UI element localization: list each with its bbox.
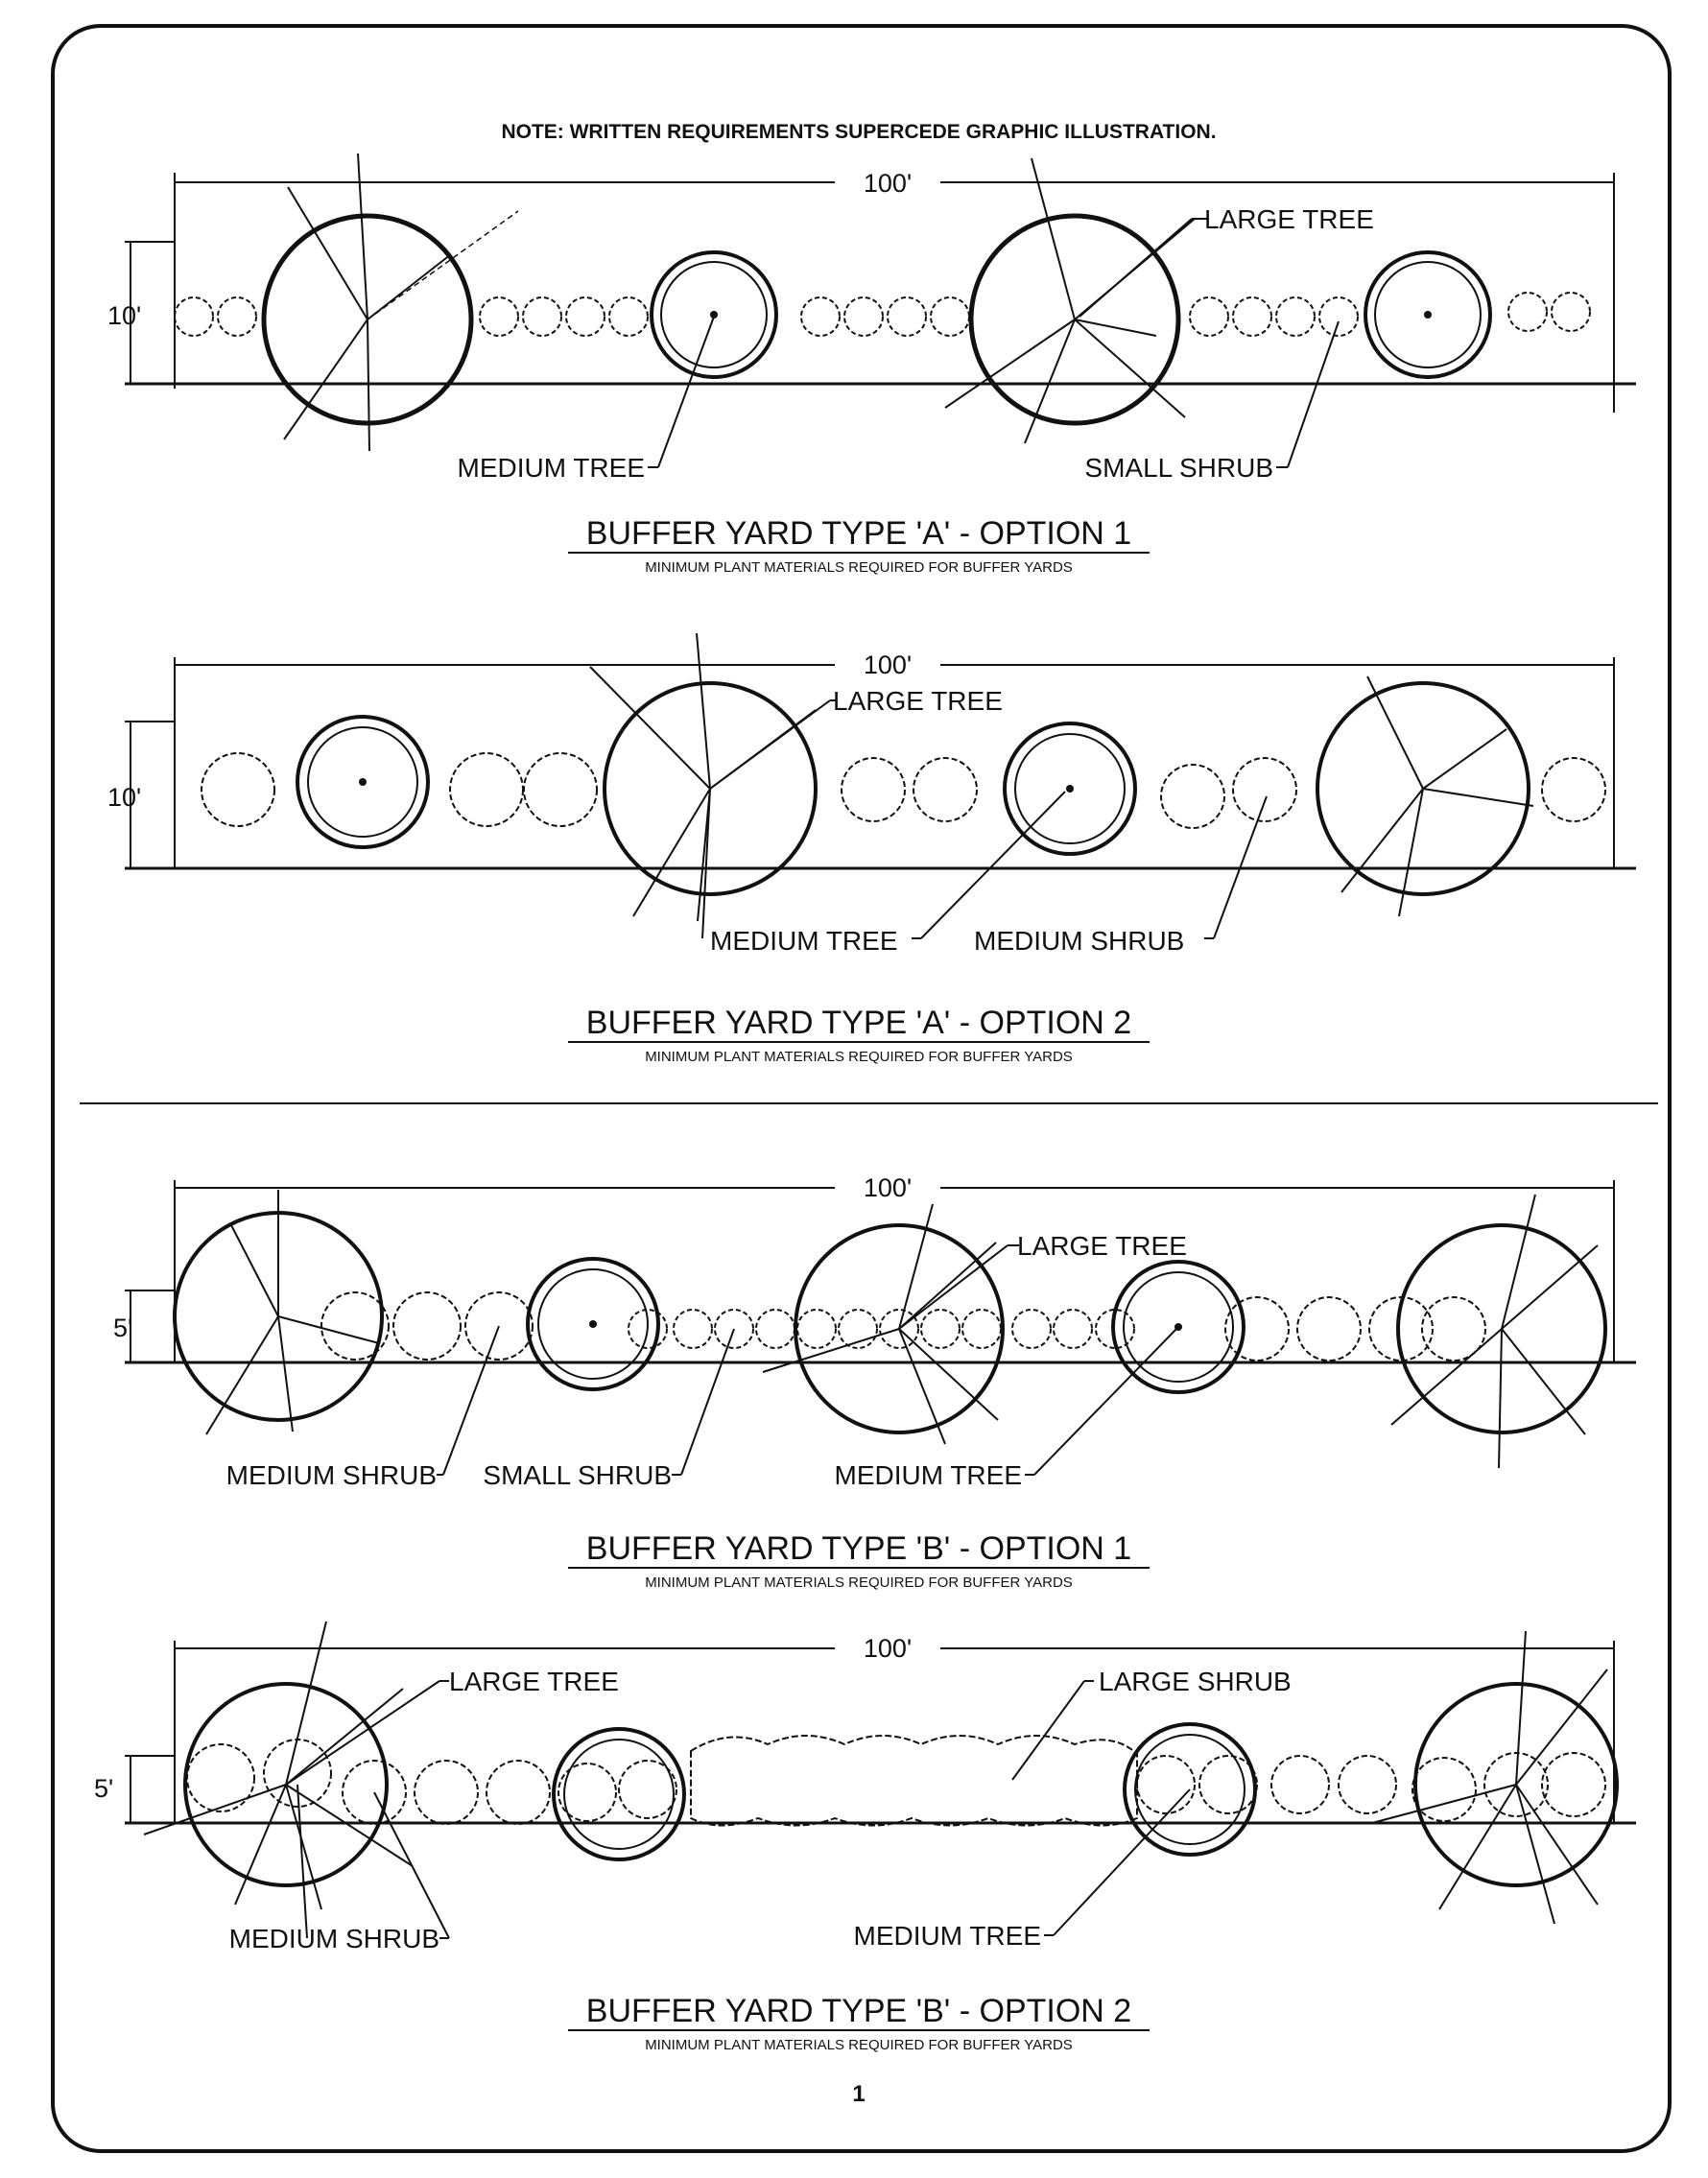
- medium-tree: [296, 715, 430, 849]
- medium-shrubs: [201, 752, 1606, 829]
- label-large-shrub: LARGE SHRUB: [1099, 1667, 1292, 1696]
- panel-title: BUFFER YARD TYPE 'B' - OPTION 2: [586, 1993, 1131, 2029]
- width-dimension: 5': [94, 1774, 113, 1803]
- width-dimension: 10': [107, 301, 141, 330]
- panel-a-option-2: 100' 10': [107, 632, 1636, 1065]
- panel-subtitle: MINIMUM PLANT MATERIALS REQUIRED FOR BUF…: [645, 559, 1073, 576]
- label-medium-tree: MEDIUM TREE: [835, 1460, 1023, 1490]
- label-medium-shrub: MEDIUM SHRUB: [229, 1924, 439, 1953]
- medium-tree: [526, 1257, 660, 1391]
- panel-b-option-1: 100' 5': [113, 1173, 1636, 1591]
- length-dimension: 100': [864, 1634, 912, 1663]
- label-medium-tree: MEDIUM TREE: [854, 1921, 1042, 1951]
- large-tree: [1390, 1194, 1607, 1469]
- medium-tree: [650, 250, 778, 379]
- small-shrubs: [628, 1309, 1135, 1349]
- large-shrub-hedge: [690, 1735, 1138, 1827]
- page-number: 1: [852, 2081, 865, 2107]
- large-tree: [261, 153, 519, 452]
- label-large-tree: LARGE TREE: [1204, 204, 1374, 234]
- large-tree: [143, 1621, 414, 1910]
- label-small-shrub: SMALL SHRUB: [483, 1460, 672, 1490]
- label-medium-tree: MEDIUM TREE: [458, 453, 646, 483]
- small-shrubs: [174, 292, 1591, 337]
- panel-subtitle: MINIMUM PLANT MATERIALS REQUIRED FOR BUF…: [645, 2037, 1073, 2053]
- note-text: NOTE: WRITTEN REQUIREMENTS SUPERCEDE GRA…: [501, 121, 1216, 143]
- panel-title: BUFFER YARD TYPE 'A' - OPTION 1: [586, 515, 1131, 552]
- medium-tree: [1123, 1722, 1257, 1857]
- length-dimension: 100': [864, 169, 912, 198]
- width-dimension: 5': [113, 1314, 132, 1342]
- large-tree: [173, 1190, 384, 1435]
- width-dimension: 10': [107, 783, 141, 812]
- medium-shrubs: [186, 1739, 1606, 1825]
- label-medium-shrub: MEDIUM SHRUB: [226, 1460, 437, 1490]
- panel-subtitle: MINIMUM PLANT MATERIALS REQUIRED FOR BUF…: [645, 1574, 1073, 1591]
- panel-a-option-1: 100' 10': [107, 153, 1636, 576]
- large-tree: [944, 157, 1196, 444]
- large-tree: [1316, 675, 1534, 917]
- panel-title: BUFFER YARD TYPE 'A' - OPTION 2: [586, 1005, 1131, 1041]
- medium-tree: [1364, 250, 1492, 379]
- length-dimension: 100': [864, 1173, 912, 1202]
- label-large-tree: LARGE TREE: [1017, 1231, 1187, 1261]
- label-medium-shrub: MEDIUM SHRUB: [974, 926, 1184, 956]
- panel-b-option-2: 100' 5': [94, 1621, 1636, 2053]
- medium-tree: [1003, 722, 1137, 856]
- page-border: [51, 24, 1672, 2153]
- label-large-tree: LARGE TREE: [833, 686, 1003, 716]
- label-large-tree: LARGE TREE: [449, 1667, 619, 1696]
- large-tree: [1371, 1630, 1619, 1925]
- panel-subtitle: MINIMUM PLANT MATERIALS REQUIRED FOR BUF…: [645, 1049, 1073, 1065]
- panel-title: BUFFER YARD TYPE 'B' - OPTION 1: [586, 1530, 1131, 1567]
- medium-tree: [1111, 1260, 1245, 1394]
- large-tree: [589, 632, 818, 922]
- medium-shrubs: [320, 1291, 1486, 1361]
- length-dimension: 100': [864, 651, 912, 679]
- label-medium-tree: MEDIUM TREE: [710, 926, 898, 956]
- medium-tree: [552, 1727, 686, 1861]
- label-small-shrub: SMALL SHRUB: [1084, 453, 1273, 483]
